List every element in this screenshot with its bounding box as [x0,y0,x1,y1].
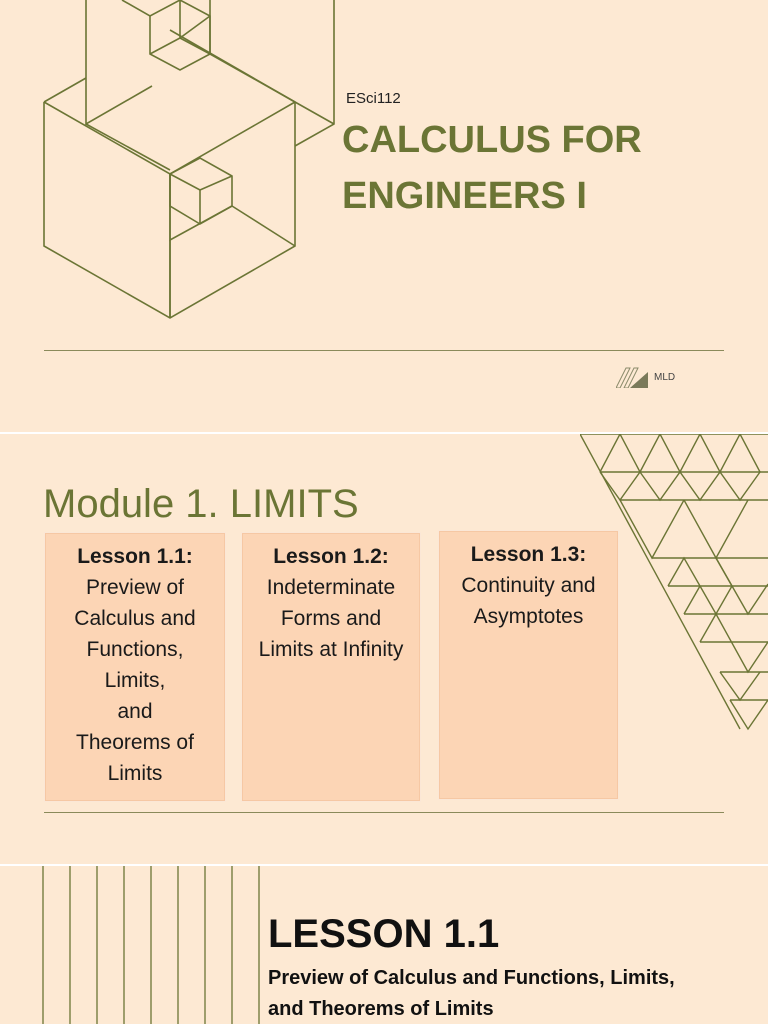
isometric-cubes-decoration [0,0,345,330]
logo-text: MLD [654,371,676,383]
vertical-lines-decoration [40,866,265,1024]
lesson-card-body: Preview of Calculus and Functions, Limit… [74,576,196,785]
lesson-card-body: Continuity and Asymptotes [461,574,596,628]
lesson-card-1-1[interactable]: Lesson 1.1: Preview of Calculus and Func… [44,532,226,802]
lesson-card-heading: Lesson 1.1: [77,545,193,568]
triangle-pattern-decoration [580,434,768,734]
mld-logo: MLD [616,366,675,388]
title-slide: ESci112 CALCULUS FOR ENGINEERS I MLD [0,0,768,432]
divider-line [44,350,724,351]
slide-separator [0,432,768,434]
module-title: Module 1. LIMITS [43,482,359,526]
lesson-card-heading: Lesson 1.3: [470,543,587,566]
logo-icon [616,367,648,388]
lesson-card-body: Indeterminate Forms and Limits at Infini… [258,576,404,661]
lesson-card-1-2[interactable]: Lesson 1.2: Indeterminate Forms and Limi… [241,532,421,802]
lesson-card-1-3[interactable]: Lesson 1.3: Continuity and Asymptotes [438,530,619,800]
course-code: ESci112 [346,90,401,107]
lesson-slide: LESSON 1.1 Preview of Calculus and Funct… [0,866,768,1024]
lesson-title: LESSON 1.1 [268,912,500,956]
slide-separator [0,864,768,866]
divider-line [44,812,724,813]
lesson-subtitle: Preview of Calculus and Functions, Limit… [268,967,675,1020]
module-slide: Module 1. LIMITS Lesson 1.1: Preview of … [0,434,768,864]
course-title: CALCULUS FOR ENGINEERS I [342,119,642,217]
lesson-card-heading: Lesson 1.2: [273,545,389,568]
